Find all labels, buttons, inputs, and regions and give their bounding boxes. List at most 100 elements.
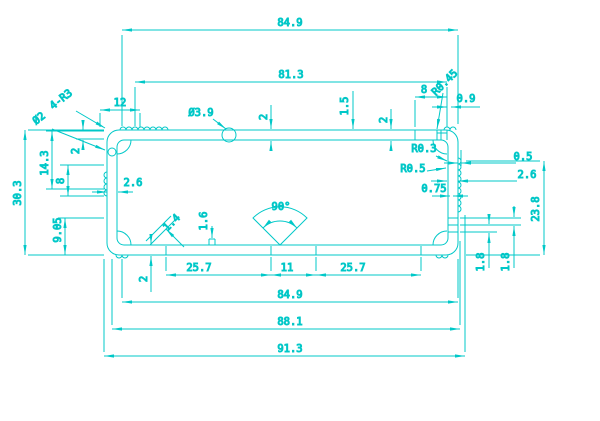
dim-overall-width: 91.3: [103, 215, 466, 358]
dim-right-slot-b: 1.8: [460, 206, 521, 272]
extension-lines: [103, 215, 466, 352]
dim-top-wall: 2: [258, 105, 273, 151]
dim-ridge-0-5: 0.5: [444, 150, 533, 166]
dim-angle-90-label: 90°: [272, 201, 291, 213]
extension-lines: [46, 130, 104, 190]
leader-line: [435, 155, 448, 162]
extension-lines: [460, 224, 521, 233]
knurl-top-left: [119, 126, 169, 131]
inner-profile: [116, 139, 449, 246]
top-wall-hole: [221, 127, 237, 143]
dim-seg-right-label: 25.7: [340, 262, 365, 274]
dim-bottom-84-9-label: 84.9: [277, 289, 302, 301]
leader-line: [165, 228, 185, 248]
dim-ridge-0-5-label: 0.5: [514, 151, 533, 163]
dim-0-75-label: 0.75: [421, 183, 446, 195]
dim-rib-1-6-label: 1.6: [198, 212, 210, 231]
outer-profile: [106, 129, 459, 256]
dim-radius-0-5-label: R0.5: [400, 163, 425, 175]
extension-lines: [414, 100, 448, 127]
extension-lines: [466, 160, 540, 256]
extension-lines: [111, 241, 461, 325]
dim-left-wall-2: 2: [70, 120, 104, 155]
dim-step-1-5: 1.5: [339, 91, 355, 129]
inner-corner-arc-tr: [432, 139, 448, 155]
dim-left-wall-2-label: 2: [70, 148, 82, 154]
dim-slot-1-4: 1.4: [160, 211, 185, 248]
dim-rib-1-6: 1.6: [198, 211, 214, 238]
extension-lines: [99, 113, 141, 127]
leader-line: [436, 92, 444, 130]
bottom-rib: [208, 238, 216, 245]
dim-bottom-84-9: 84.9: [121, 259, 459, 304]
right-wall-slots: [448, 217, 458, 233]
dim-overall-height: 30.3: [12, 129, 104, 256]
dim-left-14-3: 14.3: [39, 130, 104, 190]
extension-lines: [121, 259, 459, 298]
dim-notch-width-label: 8: [421, 84, 427, 96]
leader-line: [426, 167, 447, 172]
dim-radius-0-3-label: R0.3: [411, 143, 436, 155]
dim-left-knurl-8: 8: [55, 164, 104, 197]
angle-arc: [262, 219, 298, 229]
dim-step-1-5-label: 1.5: [339, 97, 351, 116]
extension-lines: [28, 129, 104, 256]
leader-line: [75, 110, 106, 129]
dim-notch-wall-label: 2: [378, 117, 390, 123]
dim-top-inner-label: 81.3: [278, 69, 303, 81]
dim-right-slot-b-label: 1.8: [500, 253, 512, 272]
inner-corner-arc-tl: [116, 139, 132, 155]
dim-radius-0-5: R0.5: [400, 163, 447, 176]
dim-radius-0-3: R0.3: [411, 143, 448, 162]
dim-knurl-width-label: 12: [114, 97, 127, 109]
dim-bottom-wall-2-label: 2: [138, 276, 150, 282]
dim-0-75: 0.75: [421, 183, 468, 198]
inner-corner-arc-bl: [116, 230, 132, 246]
leader-line: [212, 118, 227, 130]
profile-outline: [103, 126, 462, 259]
dim-bottom-88-1: 88.1: [111, 241, 461, 331]
knurl-right-side: [457, 157, 462, 213]
knurl-top-right: [443, 126, 457, 131]
fan-boss-90deg: [252, 206, 308, 246]
bottom-wall-ticks: [165, 246, 422, 255]
dim-right-wall-thickness: 2.6: [431, 169, 537, 183]
dim-hole-diameter-label: Ø3.9: [188, 107, 213, 119]
extension-lines: [165, 257, 422, 271]
dim-notch-width: 8: [414, 84, 448, 127]
extension-lines: [134, 87, 448, 126]
knurl-bottom-left: [115, 254, 129, 259]
dim-seg-left-label: 25.7: [186, 262, 211, 274]
dim-left-knurl-8-label: 8: [55, 178, 67, 184]
dim-overall-width-label: 91.3: [277, 343, 302, 355]
dim-0-9: 0.9: [432, 93, 480, 109]
dim-seg-mid-label: 11: [281, 262, 294, 274]
dim-top-wall-label: 2: [258, 114, 270, 120]
top-right-notch: [414, 130, 448, 140]
dim-angle-90: 90°: [262, 201, 298, 229]
dim-left-14-3-label: 14.3: [39, 150, 51, 175]
dim-left-9-05-label: 9.05: [52, 217, 64, 242]
inner-corner-arc-br: [432, 230, 448, 246]
dim-overall-height-label: 30.3: [12, 180, 24, 205]
dim-bottom-88-1-label: 88.1: [277, 316, 302, 328]
dim-top-inner: 81.3: [134, 69, 448, 126]
dim-left-wall-thickness: 2.6: [92, 177, 143, 194]
dim-0-9-label: 0.9: [457, 93, 476, 105]
dim-right-slot-a-label: 1.8: [475, 253, 487, 272]
left-wall-hole: [107, 147, 117, 157]
dim-left-wall-thickness-label: 2.6: [124, 177, 143, 189]
dim-knurl-width: 12: [99, 97, 141, 127]
dim-right-wall-thickness-label: 2.6: [518, 169, 537, 181]
dim-right-height: 23.8: [466, 160, 546, 256]
dim-top-overall-label: 84.9: [277, 17, 302, 29]
dim-side-hole-diameter-label: Ø2: [30, 110, 47, 127]
dim-right-slot-a: 1.8: [460, 214, 521, 272]
dim-bottom-wall-2: 2: [138, 234, 153, 292]
label-corner-radii-text: 4-R3: [47, 87, 74, 112]
dim-right-height-label: 23.8: [530, 196, 542, 221]
knurl-bottom-right: [435, 254, 449, 259]
dim-notch-wall: 2: [378, 109, 393, 151]
